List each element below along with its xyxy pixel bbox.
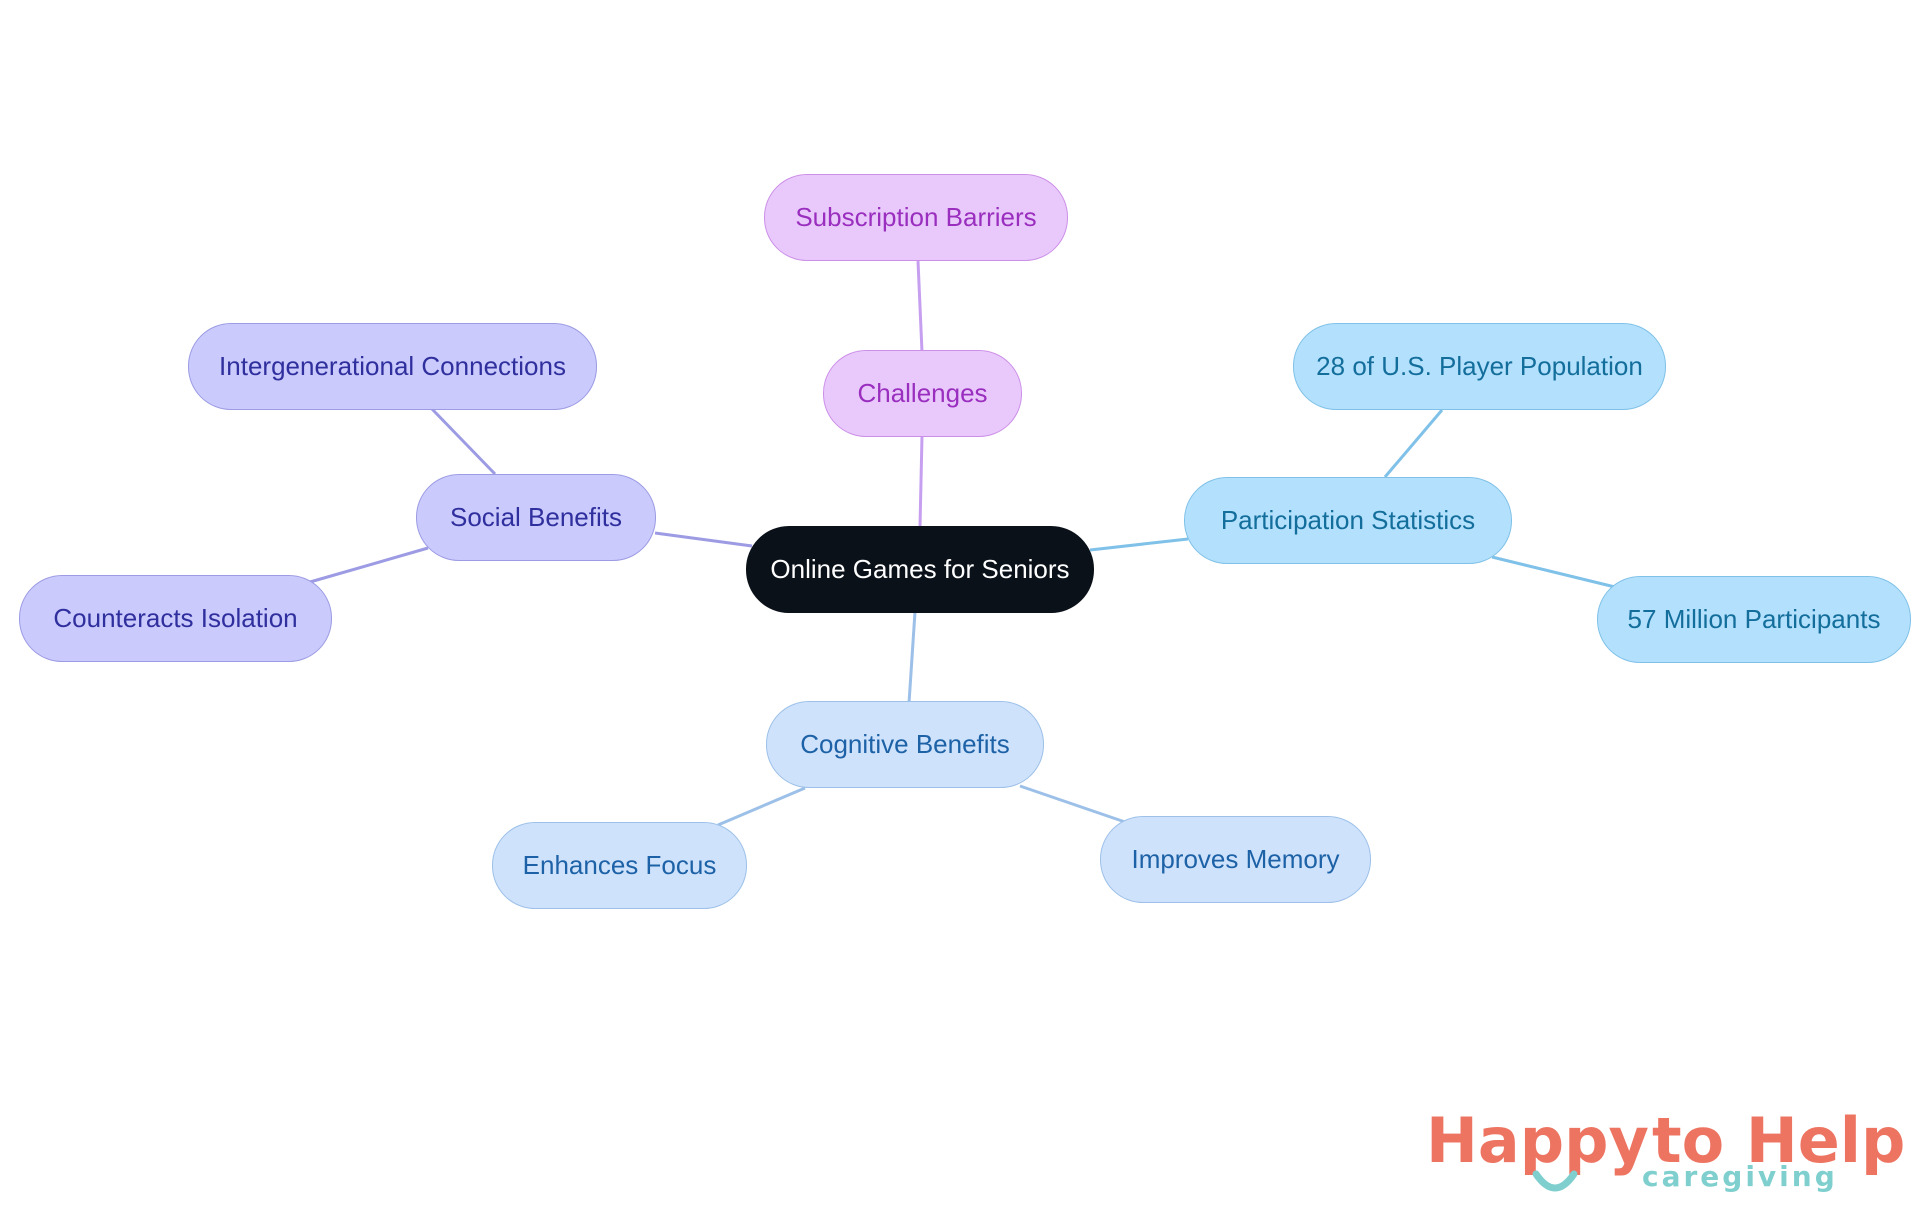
logo-word-happy: Happy [1426,1104,1649,1177]
edge-challenges-subscription [916,260,924,353]
logo-word-to-help: to Help [1652,1104,1906,1177]
edge-center-challenges [918,435,924,528]
branch-challenges[interactable]: Challenges [823,350,1022,437]
branch-participation-statistics[interactable]: Participation Statistics [1184,477,1512,564]
edge-participation-28 [1383,409,1444,478]
edge-social-intergenerational [430,407,497,476]
edge-center-social [654,531,753,548]
edge-social-isolation [309,546,429,584]
edge-center-participation [1089,537,1189,552]
branch-social-benefits[interactable]: Social Benefits [416,474,656,561]
edge-participation-57 [1491,555,1616,589]
edge-cognitive-memory [1019,784,1126,824]
center-node[interactable]: Online Games for Seniors [746,526,1094,613]
branch-cognitive-benefits[interactable]: Cognitive Benefits [766,701,1044,788]
leaf-57-million-participants[interactable]: 57 Million Participants [1597,576,1911,663]
happy-to-help-logo: Happy to Help caregiving [1420,1102,1905,1212]
leaf-28-us-player-population[interactable]: 28 of U.S. Player Population [1293,323,1666,410]
leaf-enhances-focus[interactable]: Enhances Focus [492,822,747,909]
leaf-improves-memory[interactable]: Improves Memory [1100,816,1371,903]
leaf-intergenerational-connections[interactable]: Intergenerational Connections [188,323,597,410]
smile-icon [1532,1170,1578,1192]
leaf-counteracts-isolation[interactable]: Counteracts Isolation [19,575,332,662]
logo-subtitle: caregiving [1642,1160,1838,1193]
edge-cognitive-focus [717,786,806,827]
edge-center-cognitive [907,611,917,704]
leaf-subscription-barriers[interactable]: Subscription Barriers [764,174,1068,261]
